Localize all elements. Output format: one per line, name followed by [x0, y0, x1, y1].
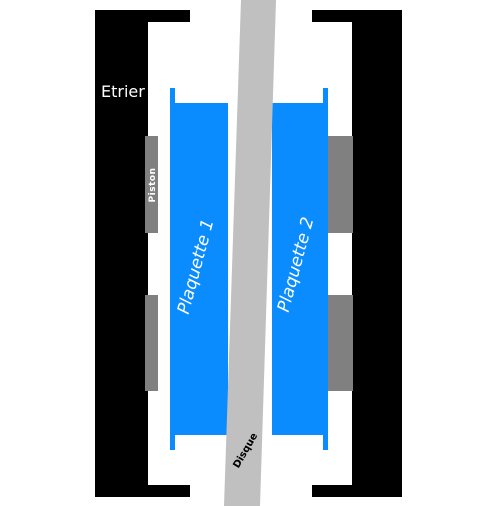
pad-2-lining	[272, 103, 326, 435]
piston-left-upper	[145, 136, 158, 233]
piston-label: Piston	[148, 168, 158, 203]
piston-right-upper	[327, 136, 353, 233]
piston-right-lower	[327, 295, 353, 391]
pad-2-backing-plate	[323, 88, 328, 450]
caliper-left-body	[95, 10, 145, 497]
caliper-right-body	[355, 10, 402, 497]
pad-1-backing-plate	[170, 88, 175, 450]
caliper-left-inner-lip	[143, 10, 148, 497]
disc	[224, 0, 276, 506]
piston-left-lower	[145, 295, 158, 391]
caliper-right-inner-lip	[352, 10, 357, 497]
pad-1-lining	[174, 103, 228, 435]
caliper-left	[95, 10, 190, 497]
caliper-left-top-arm	[95, 10, 190, 22]
caliper-right	[312, 10, 402, 497]
caliper-left-bottom-arm	[95, 485, 190, 497]
etrier-label: Etrier	[101, 82, 145, 101]
pad-2	[272, 88, 328, 450]
pad-1	[170, 88, 228, 450]
